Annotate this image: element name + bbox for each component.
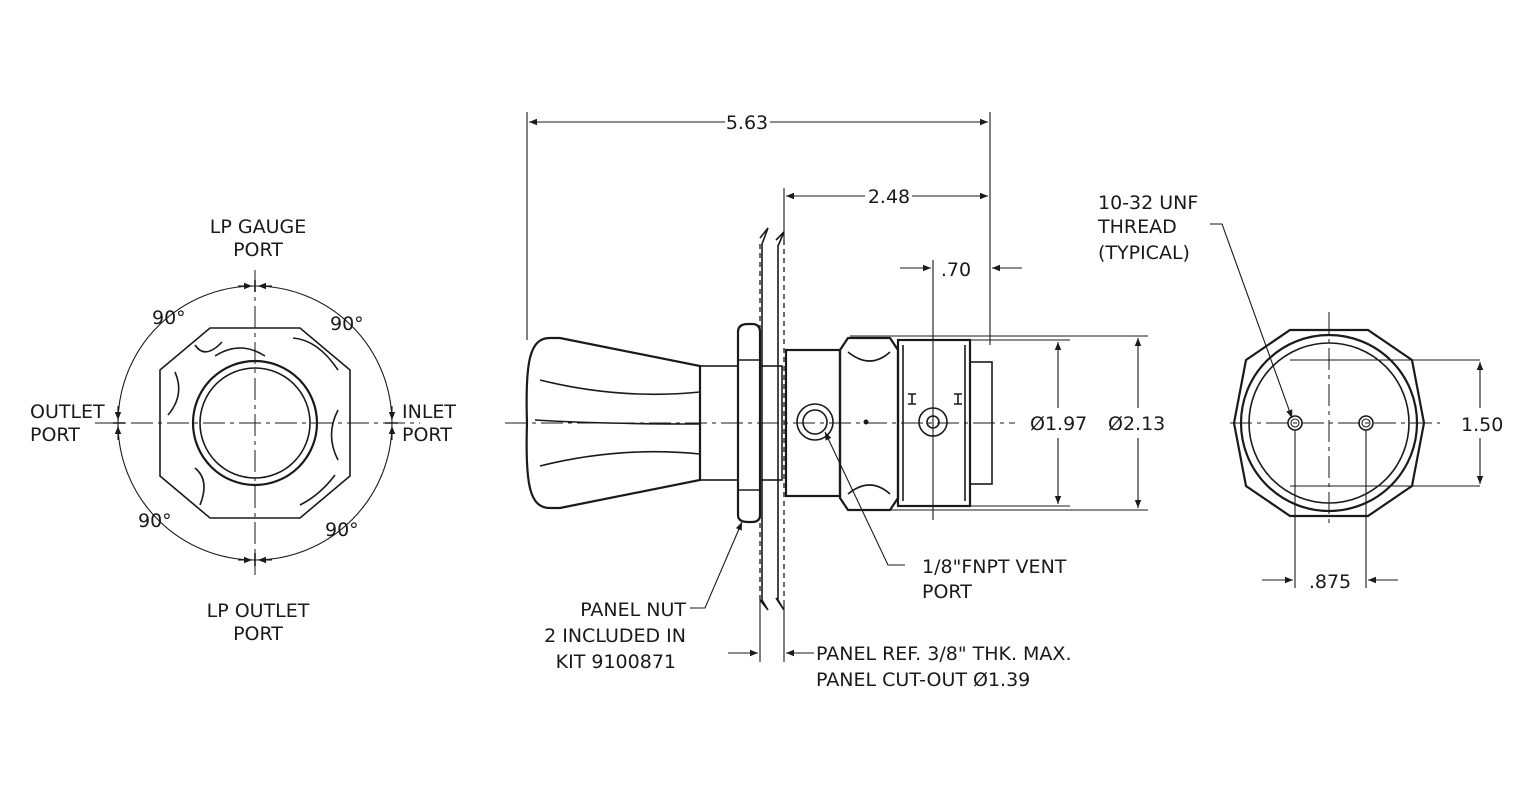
- panel-break-left: [759, 227, 769, 611]
- panel-nut-label-2: 2 INCLUDED IN: [544, 625, 686, 647]
- rear-outer-circle: [1239, 333, 1419, 513]
- rear-view: .875 1.50 10-32 UNF THREAD (TYPICAL): [1097, 192, 1503, 593]
- panel-ref-label-2: PANEL CUT-OUT Ø1.39: [816, 669, 1030, 691]
- lp-gauge-port-label-2: PORT: [233, 239, 283, 261]
- knob-bore-inner: [199, 367, 311, 479]
- panel-break-right: [775, 231, 785, 611]
- panel-nut-label-1: PANEL NUT: [580, 599, 686, 621]
- body-diameter-dim: Ø2.13: [1108, 413, 1165, 435]
- inlet-port-label-1: INLET: [402, 401, 456, 423]
- vent-port-outer: [796, 403, 834, 441]
- front-view: LP GAUGE PORT LP OUTLET PORT OUTLET PORT…: [30, 216, 456, 645]
- hole-spacing-dim: .875: [1309, 571, 1351, 593]
- thread-note-label-2: THREAD: [1097, 216, 1177, 238]
- thread-note-label-3: (TYPICAL): [1098, 242, 1190, 264]
- hex-outline: [159, 327, 351, 519]
- side-view: 5.63 2.48 .70 Ø1.97 Ø2.13 1/8"FNPT VENT …: [505, 112, 1165, 691]
- knob-bore-outer: [191, 359, 319, 487]
- knob-grip-scallops: [167, 337, 339, 506]
- panel-ref-label-1: PANEL REF. 3/8" THK. MAX.: [816, 643, 1071, 665]
- height-dim: 1.50: [1461, 414, 1503, 436]
- angle-label-top-right: 90°: [330, 313, 364, 335]
- inlet-port-label-2: PORT: [402, 424, 452, 446]
- angle-label-bottom-left: 90°: [138, 510, 172, 532]
- vent-port-inner: [802, 409, 828, 435]
- bonnet-cap: [969, 361, 993, 485]
- bonnet-diameter-dim: Ø1.97: [1030, 413, 1087, 435]
- rear-inner-circle: [1248, 342, 1410, 504]
- panel-nut-label-3: KIT 9100871: [556, 651, 676, 673]
- angle-label-bottom-right: 90°: [325, 519, 359, 541]
- vent-port-label-1: 1/8"FNPT VENT: [922, 556, 1067, 578]
- overall-length-dim: 5.63: [726, 112, 768, 134]
- vent-port-label-2: PORT: [922, 581, 972, 603]
- lp-outlet-port-label-1: LP OUTLET: [207, 600, 310, 622]
- angle-label-top-left: 90°: [152, 307, 186, 329]
- rear-hex-outline: [1232, 328, 1426, 518]
- outlet-port-label-2: PORT: [30, 424, 80, 446]
- outlet-port-label-1: OUTLET: [30, 401, 105, 423]
- thread-note-label-1: 10-32 UNF: [1098, 192, 1198, 214]
- body-length-dim: 2.48: [868, 186, 910, 208]
- lp-outlet-port-label-2: PORT: [233, 623, 283, 645]
- lp-gauge-port-label-1: LP GAUGE: [210, 216, 306, 238]
- threaded-stub: [759, 365, 783, 481]
- bonnet-offset-dim: .70: [941, 259, 971, 281]
- side-knob: [525, 336, 702, 510]
